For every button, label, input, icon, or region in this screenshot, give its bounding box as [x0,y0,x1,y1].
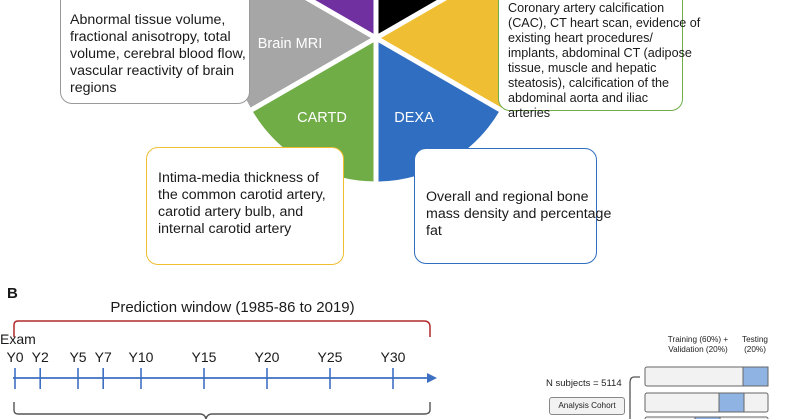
dexa-description-box: Overall and regional bone mass density a… [414,148,612,264]
exam-label: Exam [0,331,36,347]
ct-line: implants, abdominal CT (adipose [508,46,692,60]
dexa-line: Overall and regional bone [426,189,589,205]
timeline-tick-label: Y20 [255,349,280,365]
ct-line: Coronary artery calcification [508,1,665,15]
dexa-line: mass density and percentage [426,206,612,222]
cartd-line: internal carotid artery [158,221,292,237]
mri-line: Abnormal tissue volume, [70,12,226,28]
cartd-description-box: Intima-media thickness of the common car… [146,147,344,265]
wheel-label-dexa: DEXA [394,110,434,126]
wheel-label-brain-mri: Brain MRI [258,36,322,52]
ct-line: steatosis), calcification of the [508,76,669,90]
timeline-tick-label: Y2 [32,349,49,365]
testing-label: Testing (20%) [742,335,768,354]
timeline-tick-label: Y30 [381,349,406,365]
prediction-window-bracket [13,320,431,337]
cohort-split-bars [629,366,769,419]
analysis-cohort-button[interactable]: Analysis Cohort [549,397,625,415]
ct-line: (CAC), CT heart scan, evidence of [508,16,701,30]
timeline-tick-label: Y10 [129,349,154,365]
training-validation-label: Training (60%) + Validation (20%) [667,335,729,354]
timeline-tick-label: Y5 [69,349,86,365]
timeline-tick-label: Y0 [6,349,23,365]
timeline-bottom-bracket [13,402,431,419]
timeline-tick-label: Y15 [192,349,217,365]
cartd-line: the common carotid artery, [158,187,326,203]
wheel-label-cartd: CARTD [297,110,347,126]
n-subjects-label: N subjects = 5114 [546,378,622,389]
wheel-sector-unlabeled-5 [305,0,379,43]
cartd-line: carotid artery bulb, and [158,204,304,220]
cartd-line: Intima-media thickness of [158,170,319,186]
ct-line: abdominal aorta and iliac [508,91,649,105]
ct-line: tissue, muscle and hepatic [508,61,657,75]
mri-line: fractional anisotropy, total [70,29,231,45]
ct-line: existing heart procedures/ [508,31,653,45]
mri-line: volume, cerebral blood flow, [70,46,246,62]
prediction-window-label: Prediction window (1985-86 to 2019) [110,299,355,316]
timeline-tick-label: Y7 [95,349,112,365]
exam-timeline: Y0 Y2 Y5 Y7 Y10 Y15 Y20 Y25 Y30 [6,349,437,389]
timeline-tick-label: Y25 [318,349,343,365]
brain-mri-description-box: Abnormal tissue volume, fractional aniso… [60,0,250,104]
wheel-sector-unlabeled-4 [373,0,447,43]
mri-line: regions [70,80,117,96]
mri-line: vascular reactivity of brain [70,63,235,79]
panel-b-label: B [7,285,18,302]
ct-line: arteries [508,106,550,120]
ct-description-box: Coronary artery calcification (CAC), CT … [498,0,701,120]
dexa-line: fat [426,223,442,239]
